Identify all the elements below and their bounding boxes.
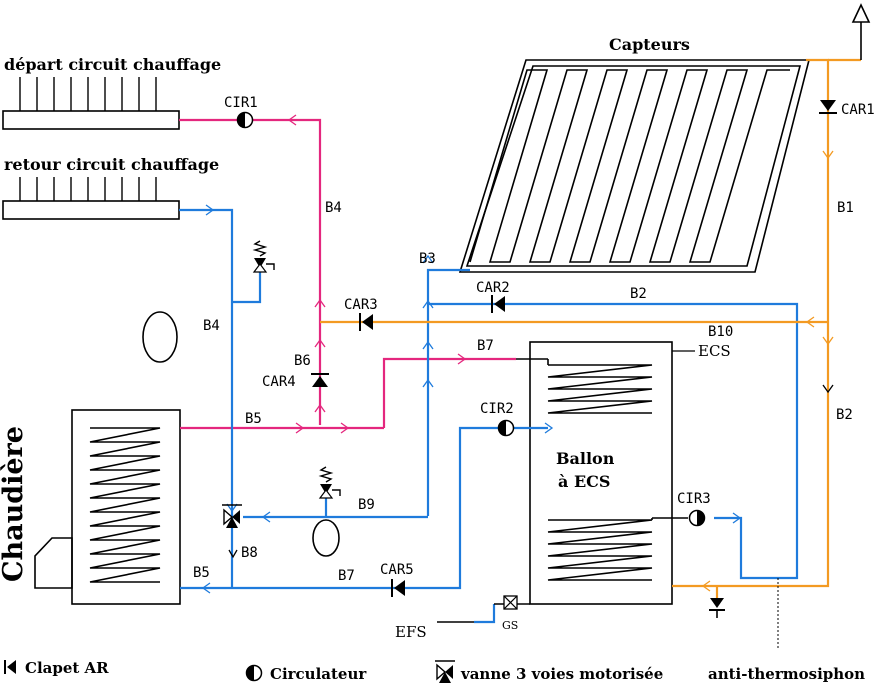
check-valve-icon: [391, 579, 405, 597]
solar-pipes: [320, 58, 861, 600]
gs-label: GS: [502, 619, 518, 632]
b5-bottom-label: B5: [193, 565, 210, 581]
check-valve-icon: [4, 660, 16, 674]
expansion-vessel-icon: [312, 519, 340, 557]
b4-left-label: B4: [203, 318, 220, 334]
solar-collector: [458, 59, 811, 273]
pipe-retour-b4: [179, 208, 234, 588]
three-way-valve-icon: [435, 660, 455, 683]
legend-clapet: Clapet AR: [25, 659, 109, 677]
boiler: [34, 409, 181, 605]
efs-label: EFS: [395, 623, 427, 641]
retour-manifold: [2, 177, 180, 220]
cir3-label: CIR3: [677, 491, 711, 507]
b8-label: B8: [241, 545, 258, 561]
pipe-b4-supply: [179, 118, 322, 425]
ecs-label: ECS: [698, 342, 731, 360]
cold-pipes: [179, 208, 799, 624]
circulator-icon: [497, 419, 515, 437]
pipe-expansion: [232, 272, 262, 304]
chaudiere-label: Chaudière: [0, 426, 29, 582]
retour-label: retour circuit chauffage: [4, 155, 219, 174]
car2-label: CAR2: [476, 280, 510, 296]
b10-label: B10: [708, 324, 733, 340]
b4-mid-label: B4: [325, 200, 342, 216]
check-valve-icon: [709, 598, 725, 618]
check-valve-icon: [359, 313, 373, 331]
pipe-b3: [426, 268, 470, 516]
legend-circulateur: Circulateur: [270, 665, 367, 683]
check-valve-icon: [819, 100, 837, 114]
capteurs-label: Capteurs: [609, 35, 690, 54]
car1-label: CAR1: [841, 102, 875, 118]
car5-label: CAR5: [380, 562, 414, 578]
cir1-label: CIR1: [224, 95, 258, 111]
circulator-icon: [688, 509, 706, 527]
legend-vanne: vanne 3 voies motorisée: [460, 665, 663, 683]
pipe-b2: [428, 302, 799, 580]
depart-manifold: [2, 77, 180, 130]
pipe-b7-top: [382, 357, 516, 428]
vent-icon: [851, 3, 871, 60]
ballon-label-line2: à ECS: [558, 472, 610, 491]
b2-top-label: B2: [630, 286, 647, 302]
b2-right-label: B2: [836, 407, 853, 423]
car4-label: CAR4: [262, 374, 296, 390]
check-valve-icon: [311, 373, 329, 387]
car3-label: CAR3: [344, 297, 378, 313]
check-valve-icon: [491, 295, 505, 313]
hot-water-tank: [529, 341, 673, 605]
b1-label: B1: [837, 200, 854, 216]
legend-anti-thermosiphon: anti-thermosiphon: [708, 665, 865, 683]
safety-valve-icon: [318, 466, 341, 499]
b3-label: B3: [419, 251, 436, 267]
expansion-vessel-icon: [142, 311, 178, 363]
b9-label: B9: [358, 497, 375, 513]
flow-arrows: [201, 114, 834, 594]
hot-pipes: [179, 118, 516, 430]
b7-bottom-label: B7: [338, 568, 355, 584]
three-way-valve-icon: [222, 504, 242, 528]
gs-valve-icon: [503, 595, 518, 610]
circulator-icon: [236, 111, 254, 129]
circulator-icon: [245, 664, 263, 682]
depart-label: départ circuit chauffage: [4, 55, 221, 74]
b5-top-label: B5: [245, 411, 262, 427]
pipe-efs: [474, 604, 496, 624]
legend: Clapet AR Circulateur vanne 3 voies moto…: [4, 659, 865, 683]
ballon-label-line1: Ballon: [556, 449, 615, 468]
b6-label: B6: [294, 353, 311, 369]
cir2-label: CIR2: [480, 401, 514, 417]
safety-valve-icon: [252, 240, 275, 273]
b7-top-label: B7: [477, 338, 494, 354]
